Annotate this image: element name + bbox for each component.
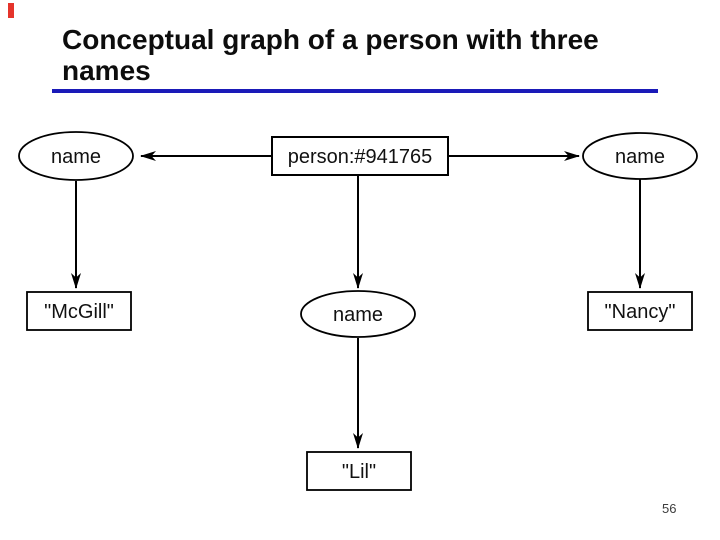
name-relation-right: name [582,132,698,180]
slide-title: Conceptual graph of a person with three … [62,24,599,86]
diagram-arrows [71,151,645,449]
name-relation-left-label: name [51,146,101,168]
name-relation-left: name [18,131,134,181]
name-relation-right-label: name [615,146,665,168]
corner-marker [8,3,14,18]
title-block: Conceptual graph of a person with three … [52,24,658,93]
value-node-left: "McGill" [26,291,132,331]
title-underline [52,89,658,93]
value-node-left-label: "McGill" [44,301,114,323]
value-node-center-label: "Lil" [342,461,376,483]
name-relation-center: name [300,290,416,338]
person-node: person:#941765 [271,136,449,176]
person-node-label: person:#941765 [288,146,433,168]
value-node-right-label: "Nancy" [605,301,676,323]
value-node-center: "Lil" [306,451,412,491]
value-node-right: "Nancy" [587,291,693,331]
name-relation-center-label: name [333,304,383,326]
page-number: 56 [662,501,677,516]
